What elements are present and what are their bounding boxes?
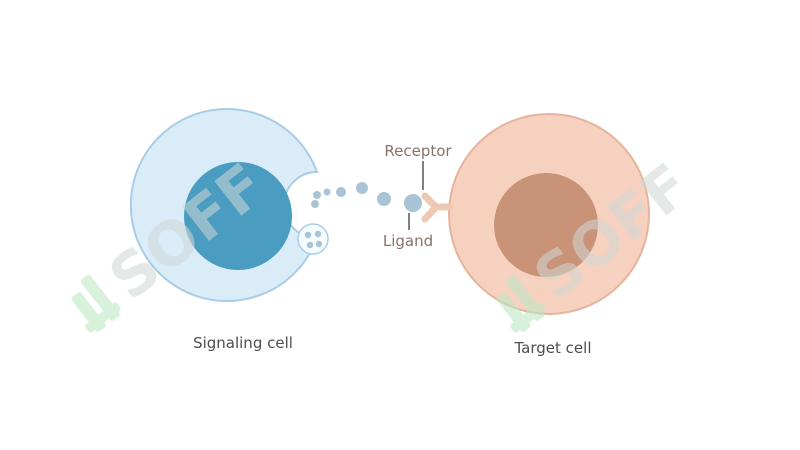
watermark-logo-icon [496, 274, 546, 333]
secretory-vesicle [297, 223, 329, 255]
ligand-label: Ligand [383, 232, 433, 250]
receptor [421, 192, 453, 223]
ligand-trail [336, 182, 391, 206]
signaling-cell-label: Signaling cell [193, 334, 293, 352]
target-cell-nucleus [494, 173, 598, 277]
signaling-cell-nucleus [184, 162, 292, 270]
target-cell [448, 113, 650, 315]
receptor-label: Receptor [384, 142, 452, 160]
watermark-logo-icon [71, 274, 121, 333]
bound-ligand [404, 194, 422, 212]
released-ligands [311, 188, 331, 208]
target-cell-label: Target cell [514, 339, 592, 357]
signaling-cell [129, 108, 331, 302]
